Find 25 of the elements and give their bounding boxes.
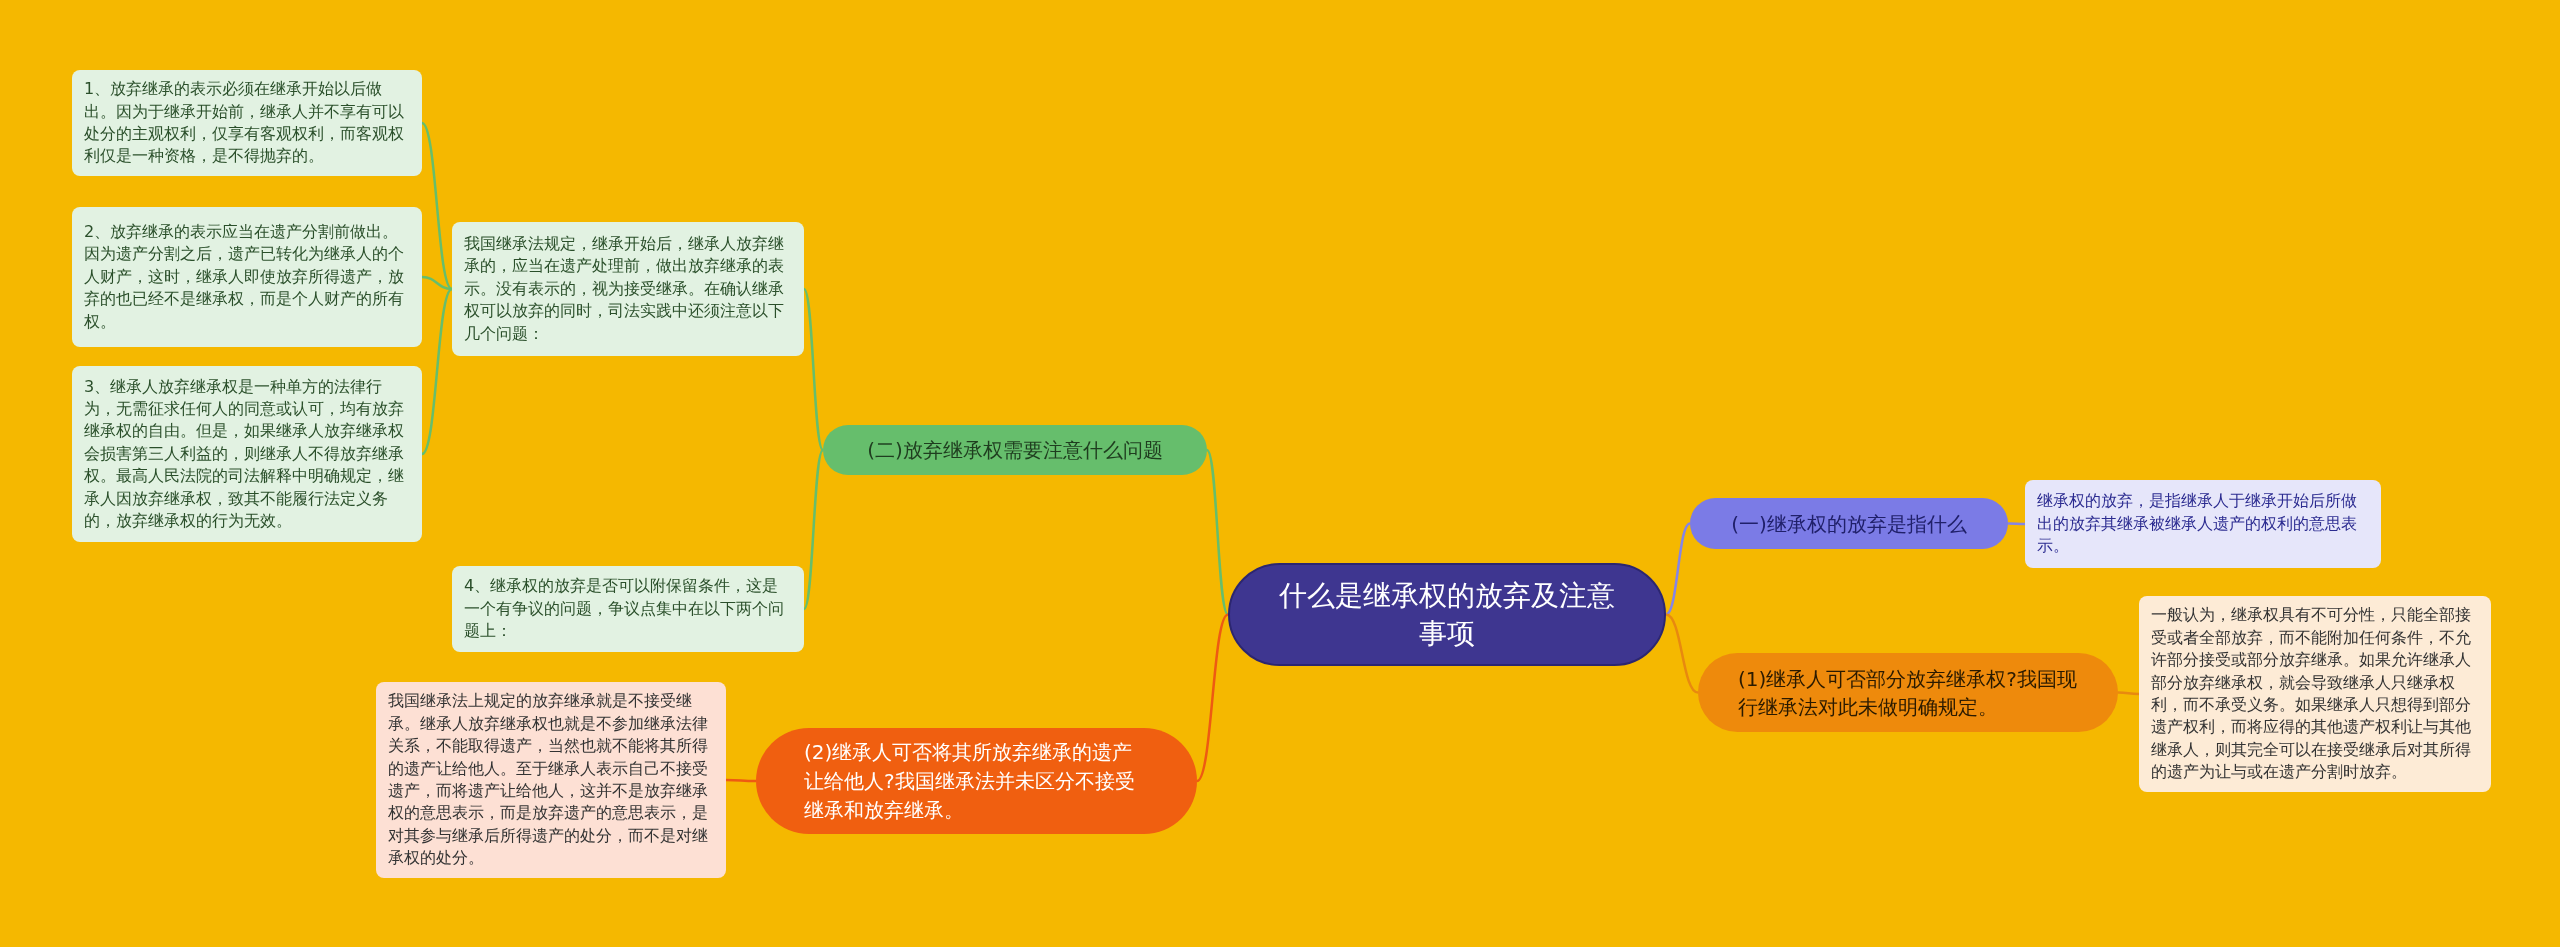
note-card: 我国继承法上规定的放弃继承就是不接受继承。继承人放弃继承权也就是不参加继承法律关系，不能取得遗产，当然也就不能将其所得的遗产让给他人。至于继承人表示自己不接受遗产，而将遗产让给他人，这并不是放弃继承权的意思表示，而是放弃遗产的意思表示，是对其参与继承后所得遗产的处分，而不是对继承权的处分。: [376, 682, 726, 878]
note-card: 4、继承权的放弃是否可以附保留条件，这是一个有争议的问题，争议点集中在以下两个问题上：: [452, 566, 804, 652]
connector-line: [802, 288, 825, 451]
branch-topic: (1)继承人可否部分放弃继承权?我国现行继承法对此未做明确规定。: [1698, 653, 2118, 732]
connector-line: [726, 778, 756, 783]
connector-line: [1196, 613, 1229, 782]
note-card: 3、继承人放弃继承权是一种单方的法律行为，无需征求任何人的同意或认可，均有放弃继承权的自由。但是，如果继承人放弃继承权会损害第三人利益的，则继承人不得放弃继承权。最高人民法院的司法解释中明确规定，继承人因放弃继承权，致其不能履行法定义务的，放弃继承权的行为无效。: [72, 366, 422, 542]
connector-line: [2008, 522, 2025, 526]
note-card: 一般认为，继承权具有不可分性，只能全部接受或者全部放弃，而不能附加任何条件，不允许部分接受或部分放弃继承。如果允许继承人部分放弃继承权，就会导致继承人只继承权利，而不承受义务。如果继承人只想得到部分遗产权利，而将应得的其他遗产权利让与其他继承人，则其完全可以在接受继承后对其所得的遗产为让与或在遗产分割时放弃。: [2139, 596, 2491, 792]
connector-line: [1665, 613, 1699, 694]
branch-topic: (一)继承权的放弃是指什么: [1690, 498, 2008, 549]
branch-topic: (二)放弃继承权需要注意什么问题: [823, 425, 1207, 475]
note-card: 继承权的放弃，是指继承人于继承开始后所做出的放弃其继承被继承人遗产的权利的意思表示。: [2025, 480, 2381, 568]
note-card: 1、放弃继承的表示必须在继承开始以后做出。因为于继承开始前，继承人并不享有可以处分的主观权利，仅享有客观权利，而客观权利仅是一种资格，是不得抛弃的。: [72, 70, 422, 176]
connector-line: [421, 122, 453, 290]
connector-line: [421, 288, 453, 455]
connector-line: [1206, 449, 1229, 616]
connector-line: [2118, 691, 2139, 696]
connector-line: [1665, 522, 1691, 616]
note-card: 我国继承法规定，继承开始后，继承人放弃继承的，应当在遗产处理前，做出放弃继承的表示。没有表示的，视为接受继承。在确认继承权可以放弃的同时，司法实践中还须注意以下几个问题：: [452, 222, 804, 356]
note-card: 2、放弃继承的表示应当在遗产分割前做出。因为遗产分割之后，遗产已转化为继承人的个人财产，这时，继承人即使放弃所得遗产，放弃的也已经不是继承权，而是个人财产的所有权。: [72, 207, 422, 347]
connector-line: [421, 275, 453, 291]
central-topic: 什么是继承权的放弃及注意事项: [1228, 563, 1666, 666]
connector-line: [802, 449, 825, 610]
branch-topic: (2)继承人可否将其所放弃继承的遗产让给他人?我国继承法并未区分不接受继承和放弃继承。: [756, 728, 1197, 834]
